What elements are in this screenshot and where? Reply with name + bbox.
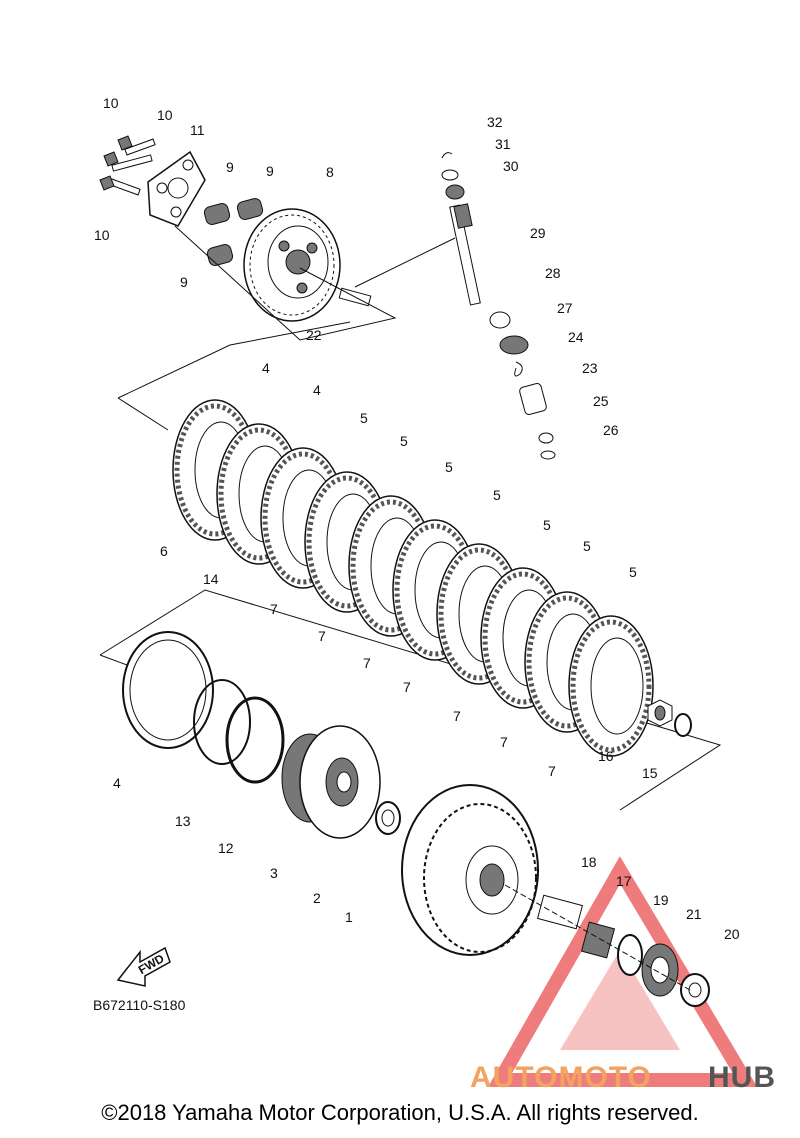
watermark	[487, 856, 758, 1087]
callout-label: 12	[218, 840, 234, 856]
washer-part	[680, 973, 710, 1007]
callout-label: 25	[593, 393, 609, 409]
wire-ring-part	[193, 679, 251, 765]
callout-label: 22	[306, 327, 322, 343]
forward-arrow-icon: FWD	[116, 946, 171, 987]
spring-part	[203, 203, 231, 225]
lower-parts-group	[122, 631, 710, 1007]
callout-label: 4	[313, 382, 321, 398]
callout-label: 21	[686, 906, 702, 922]
callout-label: 9	[180, 274, 188, 290]
friction-plate-part	[122, 631, 214, 749]
callout-label: 7	[548, 763, 556, 779]
callout-label: 16	[598, 748, 614, 764]
callout-label: 29	[530, 225, 546, 241]
callout-label: 26	[603, 422, 619, 438]
watermark-triangle-inner	[560, 950, 680, 1050]
callout-label: 4	[113, 775, 121, 791]
spring-part	[236, 198, 264, 220]
push-lever-assembly	[441, 152, 556, 460]
callout-label: 20	[724, 926, 740, 942]
callout-label: 32	[487, 114, 503, 130]
bolt-part	[117, 135, 156, 156]
nut-part	[647, 699, 673, 727]
callout-label: 5	[543, 517, 551, 533]
callout-label: 10	[94, 227, 110, 243]
callout-label: 27	[557, 300, 573, 316]
callout-label: 7	[500, 734, 508, 750]
callout-label: 4	[262, 360, 270, 376]
callout-labels: 10 10 11 10 9 9 9 8 22 32 31 30 29 28 27…	[94, 95, 740, 942]
callout-label: 31	[495, 136, 511, 152]
clutch-boss-part	[281, 725, 381, 839]
callout-label: 17	[616, 873, 632, 889]
diagram-code: B672110-S180	[93, 997, 186, 1013]
retaining-plate-part	[147, 150, 206, 227]
callout-label: 7	[318, 628, 326, 644]
washer-part	[617, 934, 643, 976]
callout-label: 23	[582, 360, 598, 376]
watermark-logo-text: AUTOMOTO HUB	[470, 1061, 776, 1094]
callout-label: 2	[313, 890, 321, 906]
callout-label: 1	[345, 909, 353, 925]
seat-plate-part	[225, 696, 285, 784]
callout-label: 30	[503, 158, 519, 174]
callout-label: 28	[545, 265, 561, 281]
callout-label: 5	[445, 459, 453, 475]
pressure-plate-part	[243, 208, 341, 322]
callout-label: 7	[363, 655, 371, 671]
watermark-triangle	[487, 856, 758, 1087]
callout-label: 15	[642, 765, 658, 781]
oil-pump-drive-gear-part	[641, 943, 679, 997]
callout-label: 9	[266, 163, 274, 179]
callout-label: 24	[568, 329, 584, 345]
callout-label: 9	[226, 159, 234, 175]
collar-part	[536, 894, 584, 930]
callout-label: 6	[160, 543, 168, 559]
watermark-text-part2: HUB	[708, 1061, 776, 1094]
needle-bearing-part	[580, 921, 616, 959]
copyright-notice: ©2018 Yamaha Motor Corporation, U.S.A. A…	[101, 1100, 699, 1125]
callout-label: 5	[400, 433, 408, 449]
callout-label: 10	[103, 95, 119, 111]
spring-part	[206, 244, 234, 266]
callout-label: 18	[581, 854, 597, 870]
callout-label: 8	[326, 164, 334, 180]
bolt-part	[99, 175, 141, 196]
callout-label: 13	[175, 813, 191, 829]
callout-label: 3	[270, 865, 278, 881]
callout-label: 7	[270, 601, 278, 617]
callout-label: 5	[493, 487, 501, 503]
watermark-text-part1: AUTOMOTO	[470, 1061, 652, 1094]
lock-washer-part	[674, 713, 692, 737]
callout-label: 7	[403, 679, 411, 695]
callout-label: 5	[360, 410, 368, 426]
callout-label: 5	[629, 564, 637, 580]
bolt-part	[103, 151, 153, 172]
callout-label: 5	[583, 538, 591, 554]
clutch-housing-part	[401, 784, 539, 956]
thrust-washer-part	[375, 801, 401, 835]
callout-label: 14	[203, 571, 219, 587]
callout-label: 19	[653, 892, 669, 908]
clutch-plate-part	[568, 615, 654, 757]
callout-label: 11	[190, 122, 205, 138]
clutch-plate-stack	[99, 321, 722, 811]
callout-label: 7	[453, 708, 461, 724]
pressure-plate-group	[99, 135, 456, 341]
callout-label: 10	[157, 107, 173, 123]
